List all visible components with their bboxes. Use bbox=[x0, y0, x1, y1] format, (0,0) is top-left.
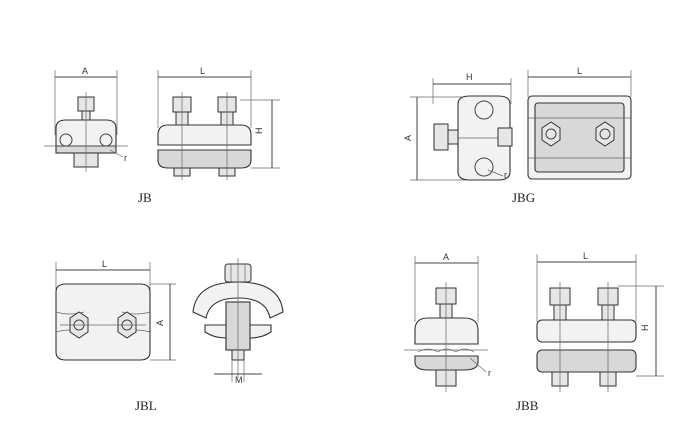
jb-dim-h: H bbox=[254, 128, 264, 135]
jbg-side-view: H A r bbox=[403, 72, 513, 181]
jbb-front-view: L H bbox=[536, 251, 664, 392]
jbg-dim-l: L bbox=[577, 66, 582, 76]
jbl-side-view: M bbox=[192, 258, 284, 385]
jbg-label: JBG bbox=[512, 190, 535, 205]
jbb-dim-l: L bbox=[583, 251, 588, 261]
jbb-label: JBB bbox=[516, 398, 539, 413]
jbl-dim-a: A bbox=[155, 320, 165, 326]
jbg-dim-r: r bbox=[504, 170, 507, 180]
jbb-dim-r: r bbox=[488, 368, 491, 378]
jb-dim-r: r bbox=[124, 153, 127, 163]
jbb-dim-a: A bbox=[443, 252, 449, 262]
jb-dim-a: A bbox=[82, 66, 88, 76]
jbb-dim-h: H bbox=[640, 325, 650, 332]
jbl-top-view: L A bbox=[55, 259, 176, 361]
jb-dim-l: L bbox=[200, 66, 205, 76]
jbg-front-view: L bbox=[527, 66, 632, 180]
jbl-dim-l: L bbox=[102, 259, 107, 269]
jb-side-view: A r bbox=[44, 66, 128, 172]
jb-front-view: L H bbox=[157, 66, 280, 180]
jbb-side-view: A r bbox=[404, 252, 491, 392]
jbg-dim-a: A bbox=[403, 135, 413, 141]
jbl-dim-m: M bbox=[235, 375, 243, 385]
jb-label: JB bbox=[138, 190, 152, 205]
jbl-label: JBL bbox=[135, 398, 157, 413]
jbg-dim-h: H bbox=[466, 72, 473, 82]
